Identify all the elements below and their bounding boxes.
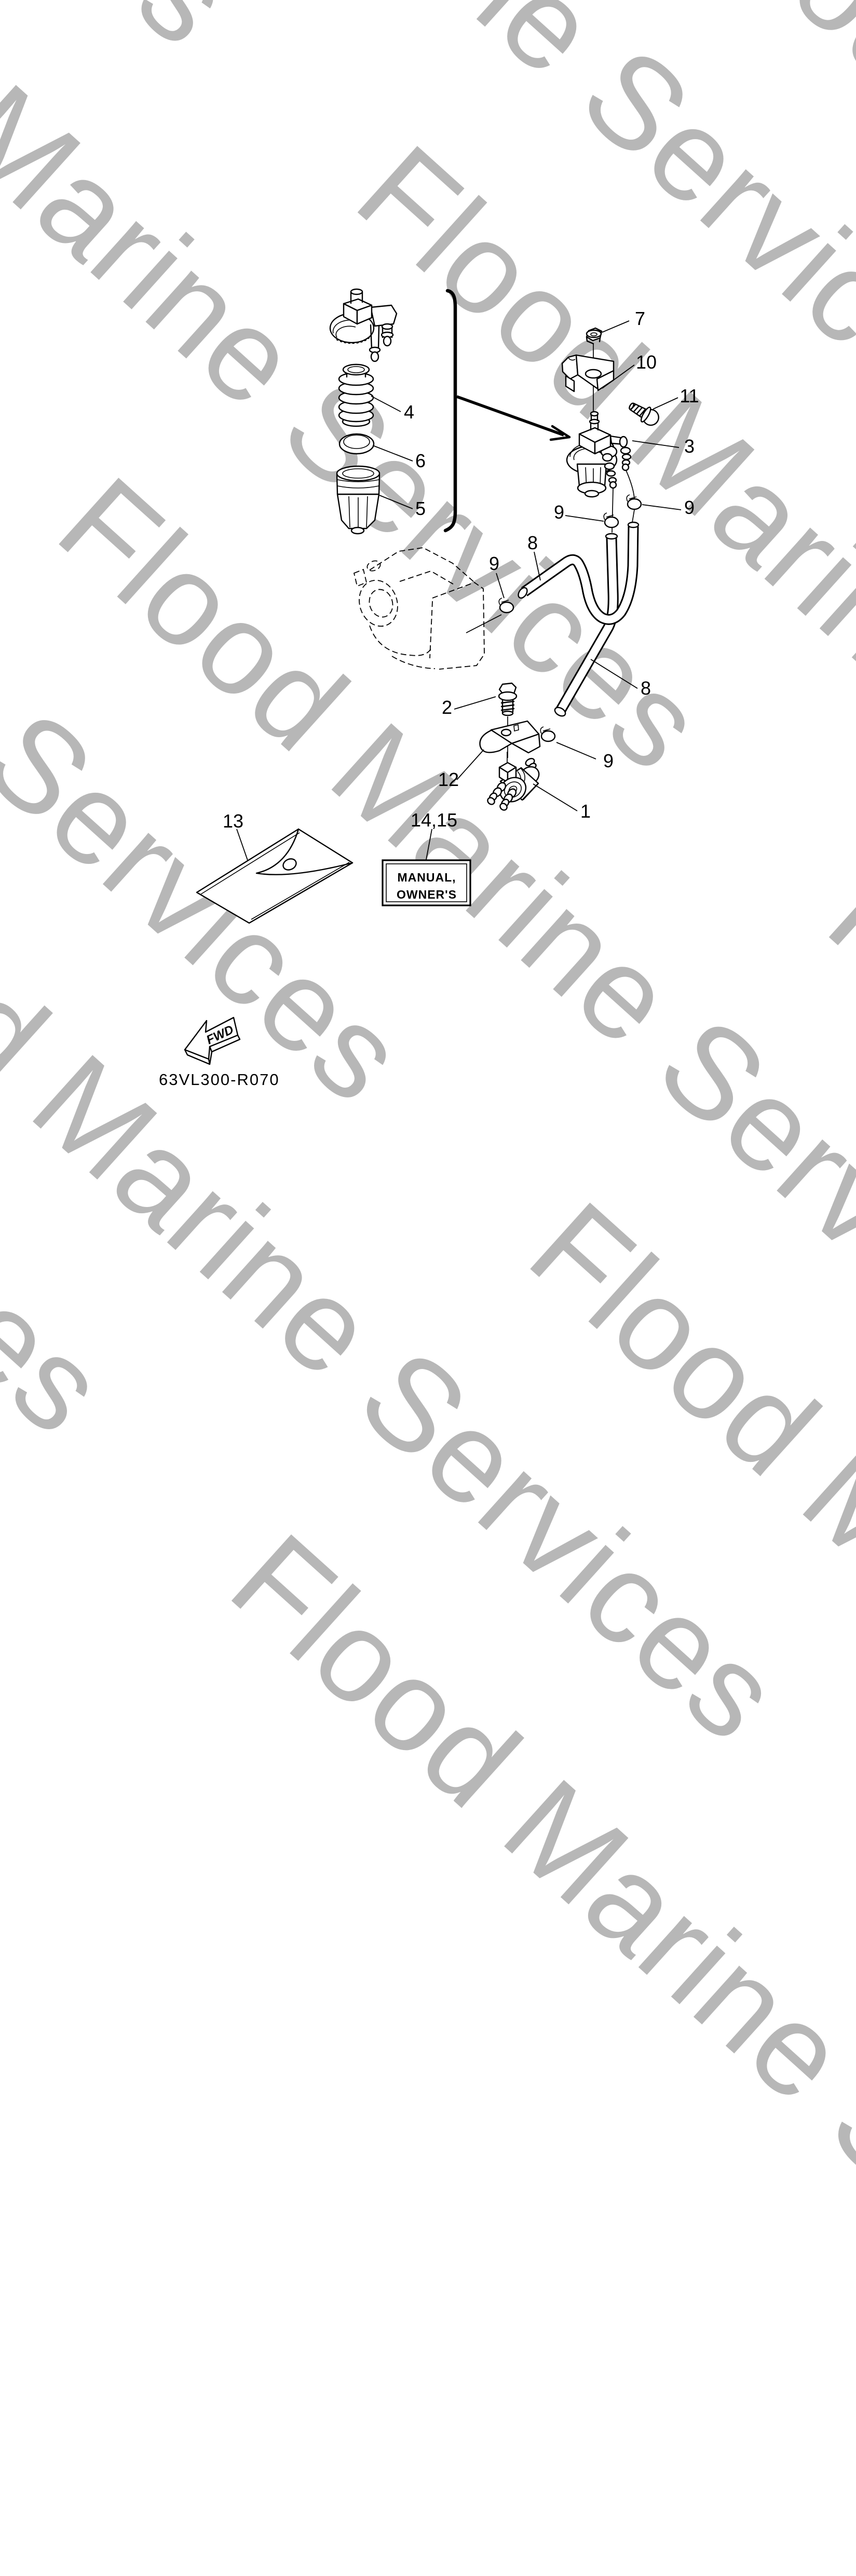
leader-10 xyxy=(602,364,635,389)
parts-catalog-page: { "watermark": { "text": "Flood Marine S… xyxy=(0,0,856,2492)
leader-7 xyxy=(602,320,630,333)
leader-14-15 xyxy=(426,829,432,860)
leader-9-engine-b xyxy=(466,614,502,633)
manual-box-line2: OWNER'S xyxy=(397,888,457,901)
callout-1: 1 xyxy=(580,801,591,822)
leader-9-mid xyxy=(565,515,604,522)
callout-2: 2 xyxy=(442,697,452,718)
part-13-parts-bag xyxy=(196,828,354,924)
leader-3 xyxy=(632,440,680,448)
part-8-fuel-hose-bend xyxy=(518,521,640,625)
part-12-bracket xyxy=(479,720,541,754)
leader-9-right xyxy=(642,504,682,510)
part-9-clip xyxy=(498,597,514,614)
fwd-direction-arrow: FWD xyxy=(184,1016,241,1065)
callout-14-15: 14,15 xyxy=(411,809,457,831)
part-14-15-owners-manual: MANUAL, OWNER'S xyxy=(382,859,471,906)
parts-diagram: 4 6 5 10 7 11 xyxy=(159,288,699,1089)
stub-line-right xyxy=(626,470,635,523)
drawing-code: 63VL300-R070 xyxy=(159,1070,280,1089)
callout-13: 13 xyxy=(223,810,243,832)
callout-9: 9 xyxy=(684,497,695,518)
leader-5 xyxy=(379,495,413,509)
part-5-filter-cup xyxy=(336,465,381,535)
leader-9-bracket xyxy=(556,742,596,760)
callout-10: 10 xyxy=(636,351,657,373)
callout-12: 12 xyxy=(438,769,459,790)
part-6-o-ring xyxy=(338,433,375,455)
part-11-bolt xyxy=(629,402,659,426)
callout-4: 4 xyxy=(404,401,414,423)
callout-9: 9 xyxy=(554,501,564,523)
part-3-fuel-filter-assembly xyxy=(566,411,632,498)
part-10-bracket xyxy=(561,354,615,392)
callout-8: 8 xyxy=(641,677,651,699)
leader-13 xyxy=(236,829,248,861)
callout-8: 8 xyxy=(527,532,538,553)
leader-8-lower xyxy=(590,659,638,689)
leader-12 xyxy=(456,749,484,780)
part-4-filter-element xyxy=(338,363,374,427)
leader-6 xyxy=(372,445,413,462)
manual-box-line1: MANUAL, xyxy=(397,871,456,884)
callout-11: 11 xyxy=(680,385,699,406)
part-fuel-filter-cap xyxy=(329,288,398,362)
leader-2 xyxy=(454,696,496,710)
leader-1 xyxy=(533,783,578,811)
leader-8-upper xyxy=(534,551,541,581)
group-brace-arrow xyxy=(443,289,571,533)
part-2-bolt xyxy=(498,682,518,716)
part-9-clip xyxy=(540,726,556,742)
callout-7: 7 xyxy=(635,308,645,329)
callout-6: 6 xyxy=(415,450,426,471)
callout-5: 5 xyxy=(415,498,426,519)
watermark-text: Flood Marine Services xyxy=(205,1506,856,2493)
watermark-text: Flood Marine Services xyxy=(504,1174,856,2161)
engine-phantom-outline xyxy=(353,547,485,670)
part-9-clip xyxy=(603,512,619,528)
leader-9-engine xyxy=(496,573,505,599)
part-1-fuel-cock xyxy=(487,752,540,811)
callout-9: 9 xyxy=(603,750,614,771)
leader-4 xyxy=(371,396,401,412)
callout-3: 3 xyxy=(684,436,695,457)
leader-11 xyxy=(653,397,678,410)
callout-9: 9 xyxy=(489,553,499,574)
part-7-nut xyxy=(586,327,603,345)
